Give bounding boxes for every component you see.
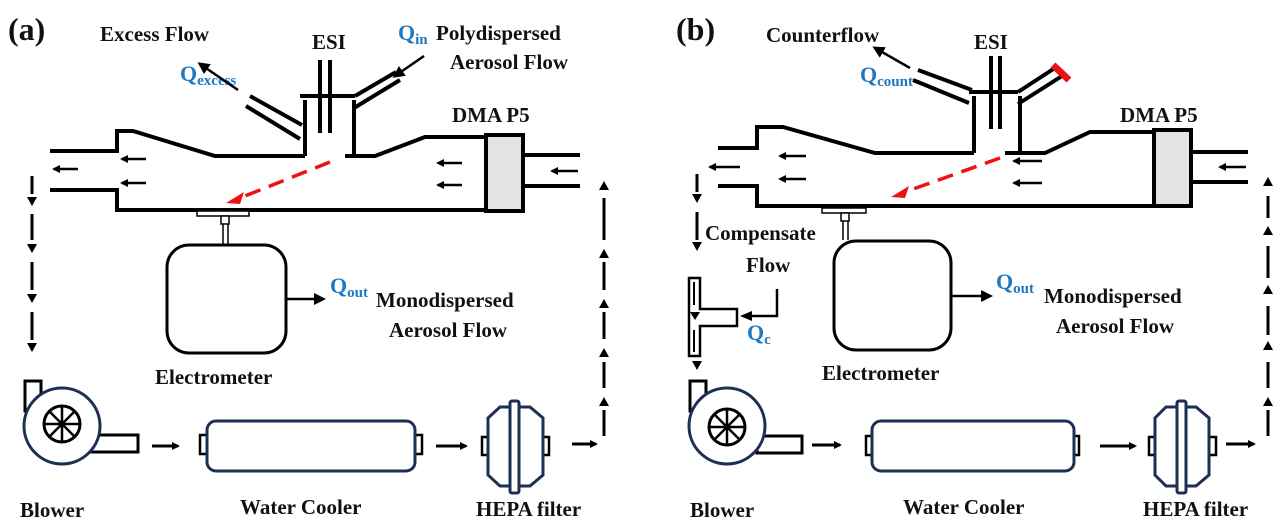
monodispersed-label-line1: Monodispersed (376, 288, 514, 312)
return-line-right-b (1226, 177, 1273, 448)
water-cooler-label: Water Cooler (240, 495, 362, 519)
esi-label: ESI (312, 30, 346, 54)
return-line-right (572, 181, 609, 448)
monodispersed-label-line1-b: Monodispersed (1044, 284, 1182, 308)
compensate-label-line2: Flow (746, 253, 791, 277)
tee-junction (687, 276, 739, 358)
esi-inlet-b (912, 56, 1072, 153)
particle-trajectory-b (904, 156, 1001, 194)
electrometer-box (165, 243, 288, 355)
blower-b (687, 379, 804, 466)
esi-inlet (244, 60, 402, 156)
hepa-label-b: HEPA filter (1143, 497, 1248, 521)
panel-a-label: (a) (8, 11, 45, 47)
electrometer-label-b: Electrometer (822, 361, 939, 385)
panel-b-label: (b) (676, 11, 715, 47)
excess-flow-arrow (197, 62, 239, 92)
q-excess-label: Qexcess (180, 61, 236, 89)
particle-trajectory-head-b (891, 186, 909, 198)
particle-trajectory-head (226, 192, 244, 204)
particle-trajectory (239, 160, 331, 200)
compensate-flow-arrowhead (740, 311, 752, 321)
esi-label-b: ESI (974, 30, 1008, 54)
blocked-port-cap (1050, 62, 1072, 83)
water-cooler-label-b: Water Cooler (903, 495, 1025, 519)
electrometer-label: Electrometer (155, 365, 272, 389)
q-count-label: Qcount (860, 62, 913, 90)
counterflow-label: Counterflow (766, 23, 880, 47)
excess-flow-label: Excess Flow (100, 22, 210, 46)
polydispersed-label-line1: Polydispersed (436, 21, 561, 45)
dma-body-b (708, 125, 1248, 240)
dma-electrode-b (1152, 128, 1193, 208)
monodispersed-label-line2-b: Aerosol Flow (1056, 314, 1175, 338)
dma-body (50, 129, 580, 245)
internal-flow-arrows-b (708, 152, 1246, 187)
return-line-left-b (692, 174, 702, 251)
polydispersed-label-line2: Aerosol Flow (450, 50, 569, 74)
dma-electrode (484, 133, 525, 213)
blower-label: Blower (20, 498, 84, 522)
monodispersed-label-line2: Aerosol Flow (389, 318, 508, 342)
water-cooler (198, 419, 424, 473)
counterflow-arrow (872, 46, 911, 70)
return-line-left (27, 176, 37, 352)
dma-label-b: DMA P5 (1120, 103, 1198, 127)
water-cooler-b (864, 419, 1081, 473)
panel-b: (b) Counterflow ESI Qcount DMA P5 (676, 11, 1273, 522)
q-out-label: Qout (330, 273, 368, 301)
dma-label: DMA P5 (452, 103, 530, 127)
compensate-label-line1: Compensate (705, 221, 816, 245)
internal-flow-arrows (52, 155, 578, 189)
tee-outlet-arrow (692, 361, 702, 370)
hepa-filter (480, 399, 551, 495)
hepa-label: HEPA filter (476, 497, 581, 521)
blower (22, 379, 140, 466)
panel-a: (a) Excess Flow ESI Qexcess Qin Polydisp… (8, 11, 609, 522)
compensate-flow-arrow (748, 289, 779, 318)
q-in-label: Qin (398, 20, 428, 48)
q-c-label: Qc (747, 320, 771, 348)
electrometer-box-b (832, 239, 953, 352)
q-out-label-b: Qout (996, 269, 1034, 297)
blower-label-b: Blower (690, 498, 754, 522)
hepa-filter-b (1147, 399, 1218, 495)
inflow-arrow (392, 54, 425, 78)
